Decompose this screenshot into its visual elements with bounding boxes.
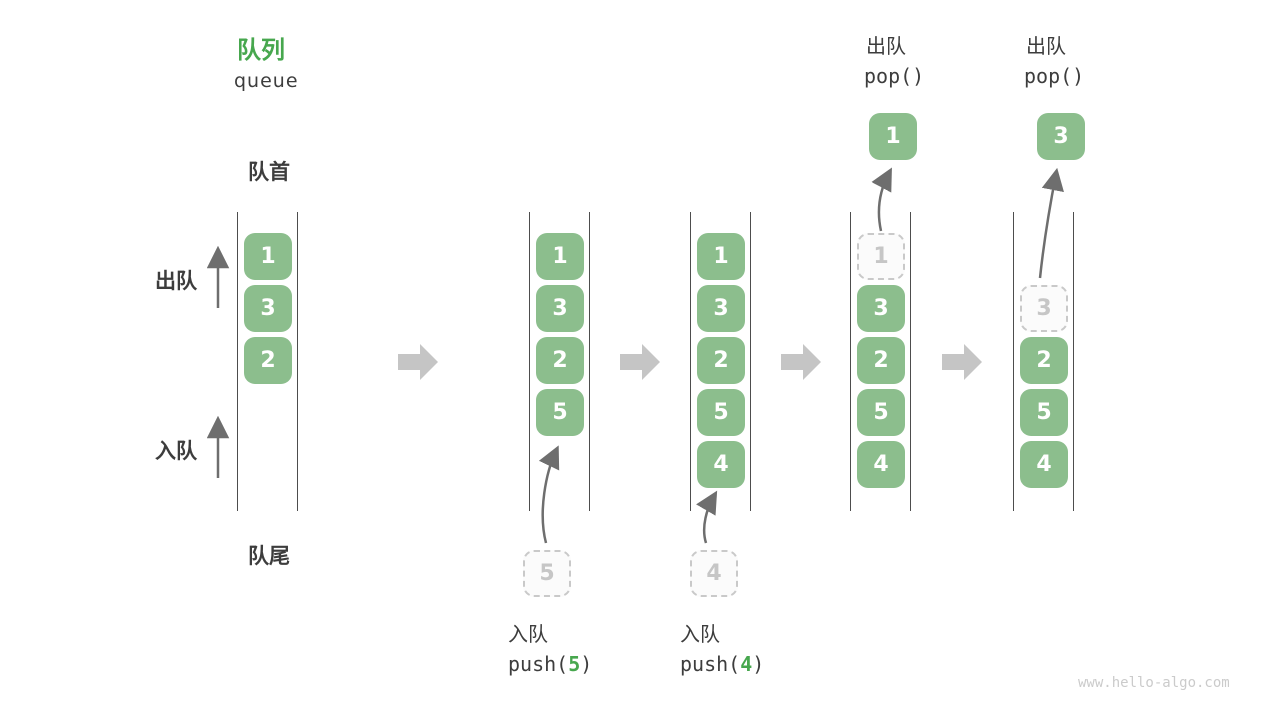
- step-arrow-icon: [781, 344, 821, 380]
- push4-code-arg: 4: [740, 652, 753, 676]
- pop1-code: pop(): [864, 64, 925, 88]
- queue-box: 5: [1020, 389, 1068, 436]
- push4-code-post: ): [752, 652, 765, 676]
- queue-box-dashed: 1: [857, 233, 905, 280]
- queue-box: 2: [857, 337, 905, 384]
- push4-label: 入队: [680, 622, 720, 646]
- queue-box: 2: [1020, 337, 1068, 384]
- queue-box: 4: [697, 441, 745, 488]
- queue-box: 3: [244, 285, 292, 332]
- queue-box: 5: [697, 389, 745, 436]
- queue-column-4: [850, 212, 911, 511]
- popped-box: 3: [1037, 113, 1085, 160]
- queue-box: 5: [536, 389, 584, 436]
- label-queue-rear: 队尾: [248, 544, 290, 568]
- queue-box: 3: [857, 285, 905, 332]
- staging-box: 5: [523, 550, 571, 597]
- step-arrow-icon: [620, 344, 660, 380]
- queue-column-5: [1013, 212, 1074, 511]
- queue-box: 2: [697, 337, 745, 384]
- queue-column-2: [529, 212, 590, 511]
- push5-code-pre: push(: [508, 652, 569, 676]
- step-arrow-icon: [942, 344, 982, 380]
- queue-box: 5: [857, 389, 905, 436]
- push5-label: 入队: [508, 622, 548, 646]
- queue-column-3: [690, 212, 751, 511]
- push4-code: push(4): [680, 652, 764, 676]
- queue-box: 1: [697, 233, 745, 280]
- push5-code-post: ): [580, 652, 593, 676]
- pop1-label: 出队: [866, 34, 906, 58]
- push5-code-arg: 5: [568, 652, 581, 676]
- title-zh: 队列: [237, 36, 285, 64]
- label-queue-front: 队首: [248, 160, 290, 184]
- label-enqueue: 入队: [155, 439, 197, 463]
- staging-box: 4: [690, 550, 738, 597]
- push5-code: push(5): [508, 652, 592, 676]
- queue-box: 1: [536, 233, 584, 280]
- label-dequeue: 出队: [155, 269, 197, 293]
- queue-column-1: [237, 212, 298, 511]
- push4-code-pre: push(: [680, 652, 741, 676]
- queue-box: 2: [536, 337, 584, 384]
- title-en: queue: [234, 70, 299, 92]
- queue-box: 3: [536, 285, 584, 332]
- pop3-label: 出队: [1026, 34, 1066, 58]
- queue-box: 1: [244, 233, 292, 280]
- queue-box: 4: [1020, 441, 1068, 488]
- queue-box-dashed: 3: [1020, 285, 1068, 332]
- pop3-code: pop(): [1024, 64, 1085, 88]
- step-arrow-icon: [398, 344, 438, 380]
- watermark: www.hello-algo.com: [1078, 675, 1230, 691]
- queue-box: 3: [697, 285, 745, 332]
- popped-box: 1: [869, 113, 917, 160]
- queue-box: 2: [244, 337, 292, 384]
- queue-box: 4: [857, 441, 905, 488]
